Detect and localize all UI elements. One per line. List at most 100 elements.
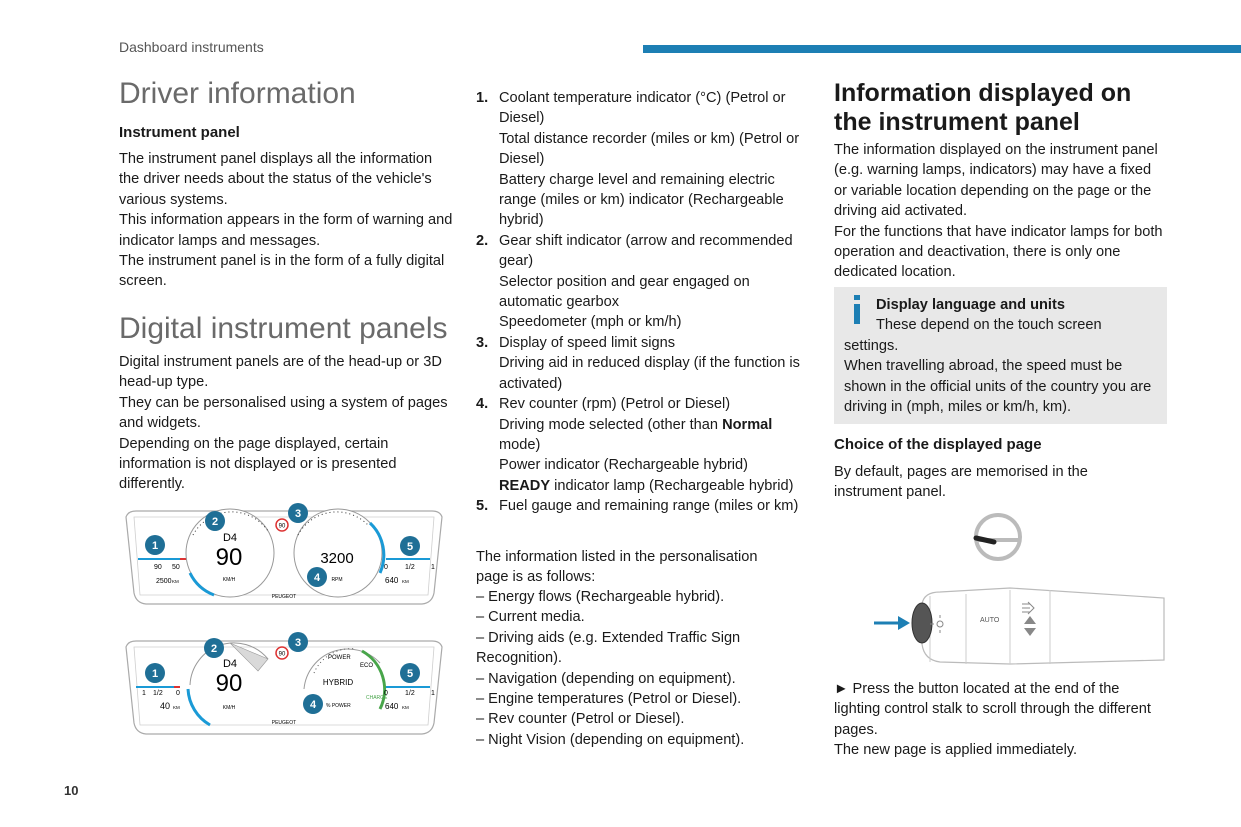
- fuel-tick: 1: [431, 690, 435, 697]
- info-box-line: These depend on the touch screen setting…: [844, 317, 1102, 354]
- legend-number: 3.: [476, 334, 489, 351]
- instruction-step: ► Press the button located at the end of…: [834, 681, 1151, 738]
- range-unit: KM: [402, 705, 409, 710]
- digital-panels-title: Digital instrument panels: [119, 312, 448, 345]
- callout-number: 4: [310, 699, 317, 711]
- callout-legend-list: 1. Coolant temperature indicator (°C) (P…: [476, 88, 814, 517]
- legend-number: 1.: [476, 90, 489, 106]
- paragraph: The information displayed on the instrum…: [834, 142, 1158, 220]
- callout-marker: [400, 663, 420, 683]
- paragraph: They can be personalised using a system …: [119, 394, 448, 432]
- section-label: Dashboard instruments: [119, 39, 264, 55]
- list-item: – Navigation (depending on equipment).: [476, 670, 736, 687]
- legend-line: Coolant temperature indicator (°C) (Petr…: [499, 90, 786, 127]
- callout-marker: [288, 632, 308, 652]
- personalisation-list: – Energy flows (Rechargeable hybrid). – …: [476, 587, 776, 750]
- odometer-unit: KM: [172, 579, 179, 584]
- rpm-value: 3200: [320, 550, 353, 567]
- speed-unit: KM/H: [223, 577, 236, 583]
- headlamp-icon: [930, 615, 944, 633]
- legend-item-2: 2. Gear shift indicator (arrow and recom…: [476, 231, 814, 333]
- legend-line: Display of speed limit signs: [499, 334, 676, 351]
- callout-marker: [205, 511, 225, 531]
- legend-item-1: 1. Coolant temperature indicator (°C) (P…: [476, 88, 814, 231]
- digital-panels-text: Digital instrument panels are of the hea…: [119, 352, 454, 495]
- choice-text: By default, pages are memorised in the i…: [834, 464, 1088, 501]
- info-box-heading: Display language and units: [876, 297, 1065, 313]
- bold-term-ready: READY: [499, 477, 551, 494]
- callout-marker: [204, 638, 224, 658]
- charge-label: CHARGE: [366, 695, 388, 701]
- power-label: POWER: [328, 655, 351, 661]
- header-accent-bar: [643, 45, 1241, 53]
- page-number: 10: [64, 783, 79, 798]
- legend-line: Gear shift indicator (arrow and recommen…: [499, 232, 793, 270]
- speed-value: 90: [216, 544, 243, 571]
- rpm-unit: RPM: [331, 577, 342, 583]
- battery-tick: 1: [142, 690, 146, 697]
- paragraph: This information appears in the form of …: [119, 212, 453, 249]
- legend-item-4: 4. Rev counter (rpm) (Petrol or Diesel) …: [476, 394, 814, 496]
- legend-line: Speedometer (mph or km/h): [499, 314, 682, 331]
- legend-line: Fuel gauge and remaining range (miles or…: [499, 498, 799, 515]
- odometer-value: 2500: [156, 578, 172, 585]
- callout-number: 2: [212, 516, 218, 528]
- gear-indicator: D4: [223, 658, 237, 670]
- instrument-cluster-diagram-1: 90 D4 90 KM/H 3200 RPM 90 50 2500 KM 0 1…: [125, 503, 443, 605]
- callout-marker: [288, 503, 308, 523]
- legend-item-3: 3. Display of speed limit signs Driving …: [476, 333, 814, 394]
- list-item: – Night Vision (depending on equipment).: [476, 731, 745, 748]
- bold-term-normal: Normal: [722, 416, 773, 433]
- legend-line: Battery charge level and remaining elect…: [499, 171, 784, 229]
- info-box-line: When travelling abroad, the speed must b…: [844, 358, 1152, 416]
- drive-mode: HYBRID: [323, 678, 353, 687]
- callout-number: 3: [295, 637, 301, 649]
- list-item: – Engine temperatures (Petrol or Diesel)…: [476, 691, 742, 708]
- list-item: – Energy flows (Rechargeable hybrid).: [476, 589, 725, 605]
- power-percent-label: % POWER: [326, 703, 351, 709]
- list-item: – Rev counter (Petrol or Diesel).: [476, 711, 685, 728]
- legend-line: Total distance recorder (miles or km) (P…: [499, 130, 800, 168]
- fuel-tick: 1/2: [405, 690, 415, 697]
- info-box: Display language and units These depend …: [834, 287, 1167, 424]
- lighting-stalk-diagram: AUTO: [874, 513, 1165, 665]
- fuel-tick: 1: [431, 564, 435, 571]
- brand-logo: PEUGEOT: [272, 720, 296, 726]
- paragraph: Digital instrument panels are of the hea…: [119, 354, 442, 391]
- choice-heading: Choice of the displayed page: [834, 436, 1042, 453]
- callout-number: 1: [152, 668, 158, 680]
- right-section-title: Information displayed on the instrument …: [834, 79, 1132, 136]
- legend-line-driving-mode: Driving mode selected (other than Normal…: [499, 415, 814, 456]
- personalisation-intro: The information listed in the personalis…: [476, 549, 758, 586]
- legend-item-5: 5. Fuel gauge and remaining range (miles…: [476, 496, 814, 516]
- speed-limit-value: 90: [279, 652, 286, 658]
- legend-line-ready: READY indicator lamp (Rechargeable hybri…: [499, 476, 814, 496]
- range-value: 640: [385, 702, 399, 711]
- speed-limit-value: 90: [279, 524, 286, 530]
- callout-number: 3: [295, 508, 301, 520]
- chevron-up-icon: [1024, 616, 1036, 624]
- legend-line: Power indicator (Rechargeable hybrid): [499, 457, 749, 474]
- legend-line: Selector position and gear engaged on au…: [499, 273, 750, 311]
- callout-number: 2: [211, 643, 217, 655]
- callout-number: 1: [152, 540, 158, 552]
- fuel-tick: 0: [384, 564, 388, 571]
- instrument-cluster-diagram-2: 90 D4 90 KM/H POWER ECO CHARGE HYBRID % …: [125, 632, 443, 735]
- speed-unit: KM/H: [223, 705, 236, 711]
- speed-value: 90: [216, 670, 243, 697]
- fuel-tick: 0: [384, 690, 388, 697]
- fog-lamp-icon: [1022, 601, 1035, 615]
- text-run: indicator lamp (Rechargeable hybrid): [550, 477, 794, 494]
- legend-number: 5.: [476, 498, 489, 515]
- callout-number: 4: [314, 572, 321, 584]
- page-title: Driver information: [119, 77, 356, 110]
- arrow-right-icon: [874, 616, 910, 630]
- result-text: The new page is applied immediately.: [834, 742, 1078, 759]
- legend-line: Driving aid in reduced display (if the f…: [499, 355, 800, 392]
- eco-label: ECO: [360, 663, 373, 669]
- info-icon: [854, 295, 860, 324]
- legend-line: Rev counter (rpm) (Petrol or Diesel): [499, 396, 731, 413]
- paragraph: For the functions that have indicator la…: [834, 223, 1163, 281]
- fuel-tick: 1/2: [405, 564, 415, 571]
- callout-marker: [400, 536, 420, 556]
